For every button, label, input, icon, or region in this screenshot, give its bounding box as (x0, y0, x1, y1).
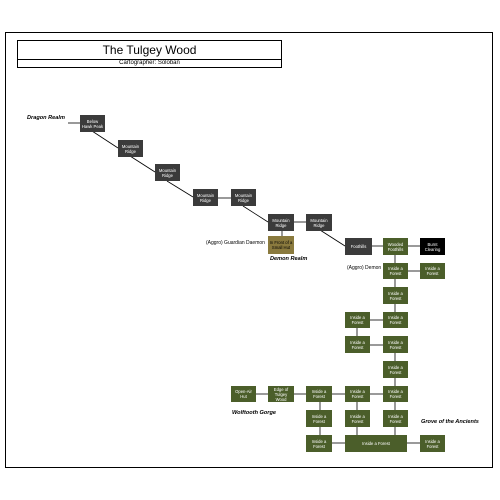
room-open-air-hut[interactable]: Open-Air Hut (231, 386, 256, 402)
room-inside-forest[interactable]: Inside a Forest (383, 361, 408, 378)
room-small-hut[interactable]: In Front of a Small Hut (268, 236, 294, 254)
map-title: The Tulgey Wood (18, 42, 281, 60)
annotation-demon: (Aggro) Demon (347, 265, 382, 271)
room-foothills[interactable]: Foothills (345, 238, 372, 255)
region-label-dragon: Dragon Realm (27, 115, 65, 121)
room-inside-forest[interactable]: Inside a Forest (345, 312, 370, 328)
room-inside-forest[interactable]: Inside a Forest (345, 410, 370, 427)
room-inside-forest[interactable]: Inside a Forest (383, 287, 408, 304)
room-inside-forest[interactable]: Inside a Forest (383, 410, 408, 427)
annotation-guardian: (Aggro) Guardian Daemon (206, 240, 265, 246)
room-burnt-clearing[interactable]: Burnt Clearing (420, 238, 445, 255)
title-box: The Tulgey Wood Cartographer: Soloban (17, 40, 282, 68)
room-inside-forest[interactable]: Inside a Forest (306, 410, 332, 427)
room-mountain-ridge[interactable]: Mountain Ridge (268, 214, 294, 231)
room-inside-forest[interactable]: Inside a Forest (306, 386, 332, 402)
room-inside-forest[interactable]: Inside a Forest (383, 312, 408, 328)
room-mountain-ridge[interactable]: Mountain Ridge (118, 140, 143, 157)
room-inside-forest[interactable]: Inside a Forest (420, 263, 445, 279)
room-wooded-foothills[interactable]: Wooded Foothills (383, 238, 408, 255)
room-mountain-ridge[interactable]: Mountain Ridge (231, 189, 256, 206)
room-inside-forest[interactable]: Inside a Forest (383, 386, 408, 402)
room-inside-forest[interactable]: Inside a Forest (383, 336, 408, 353)
room-inside-forest[interactable]: Inside a Forest (420, 435, 445, 452)
room-below-hawk-peak[interactable]: Below Hawk Peak (80, 115, 105, 132)
region-label-grove: Grove of the Ancients (421, 419, 479, 425)
room-inside-forest[interactable]: Inside a Forest (345, 386, 370, 402)
room-inside-forest-wide[interactable]: Inside a Forest (345, 435, 407, 452)
map-cartographer: Cartographer: Soloban (119, 60, 180, 66)
map-frame (5, 32, 493, 468)
room-mountain-ridge[interactable]: Mountain Ridge (306, 214, 332, 231)
room-inside-forest[interactable]: Inside a Forest (345, 336, 370, 353)
room-mountain-ridge[interactable]: Mountain Ridge (193, 189, 218, 206)
region-label-wolftooth: Wolftooth Gorge (232, 410, 277, 416)
room-inside-forest[interactable]: Inside a Forest (306, 435, 332, 452)
room-inside-forest[interactable]: Inside a Forest (383, 263, 408, 279)
region-label-demon: Demon Realm (270, 256, 308, 262)
room-mountain-ridge[interactable]: Mountain Ridge (155, 164, 180, 181)
room-edge-of-tulgey-wood[interactable]: Edge of Tulgey Wood (268, 386, 294, 402)
